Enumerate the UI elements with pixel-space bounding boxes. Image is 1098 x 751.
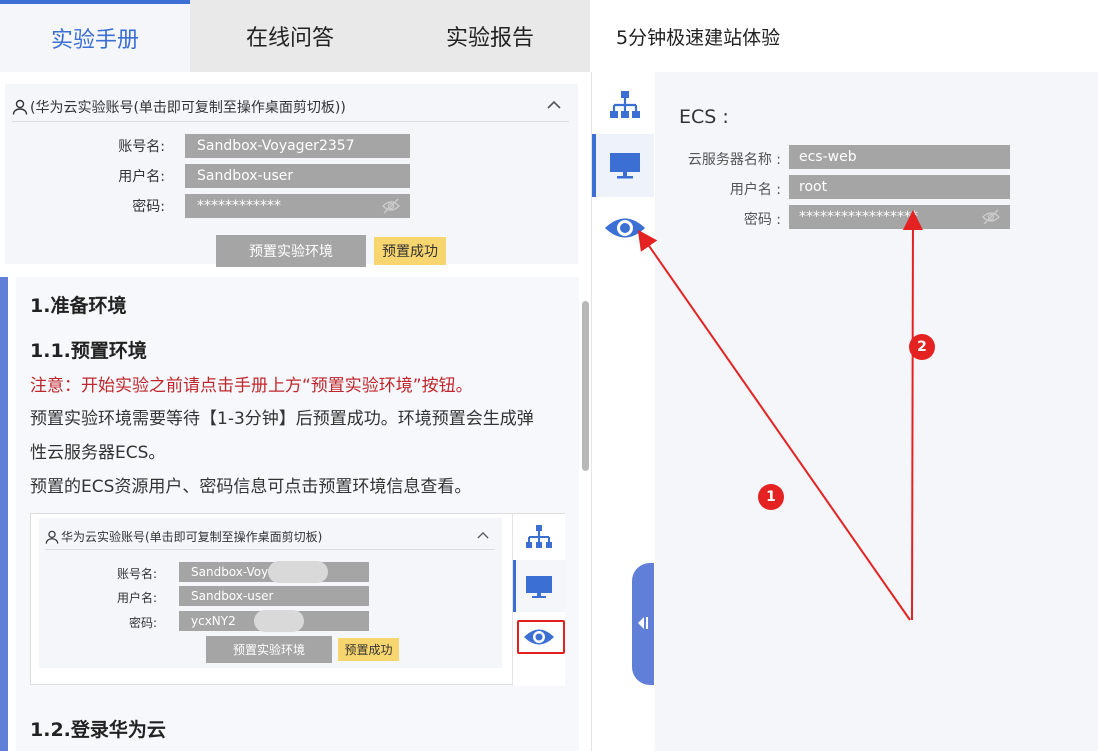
user-icon — [45, 530, 59, 544]
collapse-panel-button[interactable] — [632, 563, 654, 685]
password-field[interactable]: ************ — [185, 194, 410, 218]
embedded-icon-strip — [512, 514, 566, 686]
account-label: 账号名: — [118, 139, 165, 155]
tab-lab-manual[interactable]: 实验手册 — [0, 0, 190, 72]
notice-text: 注意：开始实验之前请点击手册上方“预置实验环境”按钮。 — [30, 376, 473, 396]
content-accent-bar — [0, 277, 8, 751]
password-row: 密码: — [5, 194, 175, 218]
manual-content: 1.准备环境 1.1.预置环境 注意：开始实验之前请点击手册上方“预置实验环境”… — [0, 277, 590, 751]
monitor-icon[interactable] — [609, 151, 641, 181]
manual-scroll-area: 1.准备环境 1.1.预置环境 注意：开始实验之前请点击手册上方“预置实验环境”… — [16, 277, 579, 751]
eye-off-icon[interactable] — [382, 198, 400, 214]
paragraph-line: 性云服务器ECS。 — [30, 443, 166, 463]
server-name-label: 云服务器名称 : — [687, 152, 781, 168]
blur-mask — [254, 610, 304, 632]
account-header-text: (华为云实验账号(单击即可复制至操作桌面剪切板)) — [30, 99, 346, 116]
server-name-field[interactable]: ecs-web — [789, 145, 1010, 169]
ecs-title: ECS : — [679, 106, 729, 128]
embedded-account-header: 华为云实验账号(单击即可复制至操作桌面剪切板) — [45, 524, 495, 550]
embedded-success-badge: 预置成功 — [338, 638, 399, 661]
eye-icon[interactable] — [604, 214, 646, 242]
ecs-user-label: 用户名 : — [729, 182, 781, 198]
ecs-password-field[interactable]: ***************** — [789, 205, 1010, 229]
subsection-heading: 1.2.登录华为云 — [30, 719, 166, 741]
ecs-password-value: ***************** — [799, 209, 918, 225]
password-label: 密码: — [132, 199, 165, 215]
password-value: ************ — [197, 198, 281, 214]
topology-icon[interactable] — [609, 90, 641, 120]
paragraph-line: 预置实验环境需要等待【1-3分钟】后预置成功。环境预置会生成弹 — [30, 409, 534, 429]
step-marker-1: 1 — [758, 484, 784, 510]
section-heading: 1.准备环境 — [30, 295, 127, 317]
account-header[interactable]: (华为云实验账号(单击即可复制至操作桌面剪切板)) — [12, 92, 569, 122]
monitor-icon — [526, 576, 552, 598]
subsection-heading: 1.1.预置环境 — [30, 340, 147, 362]
eye-icon — [524, 629, 554, 645]
chevron-up-icon — [477, 531, 489, 539]
collapse-arrow-icon — [638, 617, 648, 629]
preset-success-badge: 预置成功 — [374, 237, 446, 265]
tab-quick-site[interactable]: 5分钟极速建站体验 — [590, 0, 1098, 72]
user-field[interactable]: Sandbox-user — [185, 164, 410, 188]
account-info-box: (华为云实验账号(单击即可复制至操作桌面剪切板)) 账号名: Sandbox-V… — [5, 84, 578, 267]
topology-icon — [526, 525, 552, 548]
lab-manual-panel: (华为云实验账号(单击即可复制至操作桌面剪切板)) 账号名: Sandbox-V… — [0, 72, 590, 751]
embedded-user-label: 用户名: — [116, 591, 157, 605]
user-label: 用户名: — [118, 169, 165, 185]
embedded-user-field: Sandbox-user — [179, 586, 369, 606]
paragraph-line: 预置的ECS资源用户、密码信息可点击预置环境信息查看。 — [30, 477, 472, 497]
account-field[interactable]: Sandbox-Voyager2357 — [185, 134, 410, 158]
highlight-box — [517, 620, 565, 654]
embedded-account-label: 账号名: — [116, 567, 157, 581]
ecs-info-panel: ECS : 云服务器名称 : ecs-web 用户名 : root 密码 : *… — [655, 72, 1098, 751]
user-icon — [12, 99, 28, 115]
top-tab-bar: 实验手册 在线问答 实验报告 5分钟极速建站体验 — [0, 0, 1098, 72]
account-row: 账号名: — [5, 134, 175, 158]
ecs-password-label: 密码 : — [743, 212, 781, 228]
embedded-screenshot: 华为云实验账号(单击即可复制至操作桌面剪切板) 账号名: Sandbox-Voy… — [30, 513, 566, 686]
user-row: 用户名: — [5, 164, 175, 188]
step-marker-2: 2 — [909, 334, 935, 360]
embedded-header-text: 华为云实验账号(单击即可复制至操作桌面剪切板) — [61, 530, 323, 544]
embedded-password-label: 密码: — [128, 616, 157, 630]
eye-off-icon[interactable] — [982, 209, 1000, 225]
tab-lab-report[interactable]: 实验报告 — [390, 0, 590, 72]
embedded-account-box: 华为云实验账号(单击即可复制至操作桌面剪切板) 账号名: Sandbox-Voy… — [39, 518, 502, 668]
scrollbar[interactable] — [582, 301, 589, 471]
embedded-preset-button: 预置实验环境 — [206, 636, 332, 663]
chevron-up-icon[interactable] — [547, 100, 561, 110]
blur-mask — [268, 561, 328, 583]
preset-env-button[interactable]: 预置实验环境 — [216, 235, 366, 267]
ecs-user-field[interactable]: root — [789, 175, 1010, 199]
tab-online-qa[interactable]: 在线问答 — [190, 0, 390, 72]
